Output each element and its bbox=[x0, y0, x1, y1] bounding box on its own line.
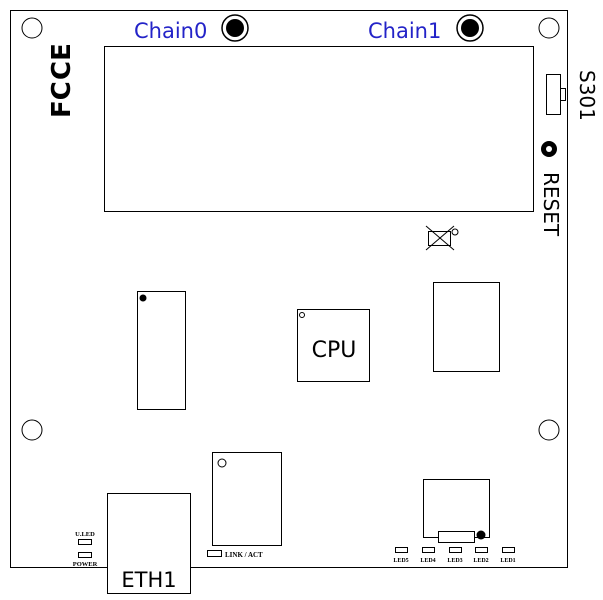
led1-label: LED1 bbox=[500, 558, 515, 564]
chip-right bbox=[433, 282, 500, 372]
mounting-hole-top-right bbox=[538, 17, 560, 39]
switch-s301-actuator bbox=[560, 88, 566, 101]
memory-chip-left bbox=[137, 291, 186, 410]
led4-indicator bbox=[422, 547, 435, 553]
led1-indicator bbox=[502, 547, 515, 553]
cpu-label: CPU bbox=[312, 338, 357, 363]
memory-chip-left-pin1 bbox=[139, 294, 147, 302]
heatsink-area bbox=[104, 46, 534, 212]
chip-lower-right bbox=[423, 479, 490, 538]
mounting-hole-bottom-left bbox=[21, 419, 43, 441]
certification-marks: FC CE bbox=[47, 43, 77, 118]
crossed-component bbox=[425, 225, 459, 251]
led5-indicator bbox=[395, 547, 408, 553]
mounting-hole-bottom-right bbox=[538, 419, 560, 441]
chain1-label: Chain1 bbox=[368, 19, 441, 43]
board-outline bbox=[10, 10, 568, 568]
led3-label: LED3 bbox=[447, 558, 462, 564]
led5-label: LED5 bbox=[393, 558, 408, 564]
chip-lower-middle bbox=[212, 452, 282, 546]
cpu-pin1-marker bbox=[299, 312, 305, 318]
chain0-connector-pin bbox=[226, 19, 244, 37]
led3-indicator bbox=[449, 547, 462, 553]
link-act-led bbox=[207, 550, 222, 557]
mounting-hole-top-left bbox=[21, 17, 43, 39]
chip-lower-right-pin1 bbox=[476, 530, 486, 540]
led2-label: LED2 bbox=[473, 558, 488, 564]
power-led bbox=[78, 552, 92, 558]
led2-indicator bbox=[475, 547, 488, 553]
chip-lower-right-connector bbox=[438, 531, 475, 543]
led-row: LED5 LED4 LED3 LED2 LED1 bbox=[393, 547, 516, 564]
reset-button-center bbox=[546, 146, 552, 152]
ethernet-port bbox=[107, 493, 191, 594]
uled-label: U.LED bbox=[75, 531, 95, 538]
cpu-chip bbox=[297, 309, 370, 382]
chip-lower-middle-pin1 bbox=[217, 458, 227, 468]
ethernet-label: ETH1 bbox=[121, 568, 176, 592]
uled-led bbox=[78, 539, 92, 545]
power-label: POWER bbox=[73, 561, 98, 568]
switch-s301-label: S301 bbox=[575, 70, 599, 121]
fcc-mark: FC bbox=[47, 81, 77, 118]
reset-label: RESET bbox=[539, 172, 563, 237]
ce-mark: CE bbox=[47, 43, 77, 80]
chain1-connector-pin bbox=[461, 19, 479, 37]
switch-s301 bbox=[546, 74, 561, 115]
link-act-label: LINK / ACT bbox=[225, 551, 263, 559]
chain0-label: Chain0 bbox=[134, 19, 207, 43]
led4-label: LED4 bbox=[420, 558, 435, 564]
